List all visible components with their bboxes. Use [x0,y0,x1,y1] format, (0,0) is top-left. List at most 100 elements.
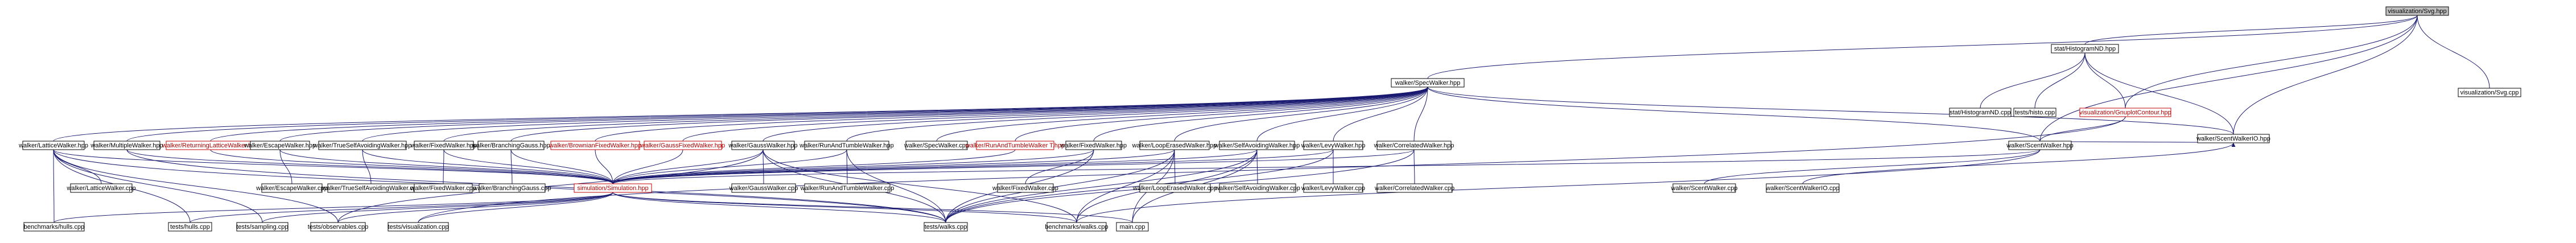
node-label: walker/LatticeWalker.hpp [18,142,88,149]
graph-node-latticecpp[interactable]: walker/LatticeWalker.cpp [66,183,136,193]
node-box [550,141,640,150]
graph-node-gausscpp[interactable]: walker/GaussWalker.cpp [729,183,798,193]
graph-node-selfavoid[interactable]: walker/SelfAvoidingWalker.hpp [1214,141,1300,150]
edge-branching-simulation [509,145,613,184]
graph-node-root[interactable]: visualization/Svg.hpp [2385,6,2449,16]
node-box [261,183,323,193]
node-box [1376,183,1453,193]
graph-node-loop[interactable]: walker/LoopErasedWalker.hpp [1132,141,1217,150]
graph-node-testsvis[interactable]: tests/visualization.cpp [388,222,449,232]
graph-node-gnuplot[interactable]: visualization/GnuplotContour.hpp [2079,108,2171,117]
graph-node-fixedwalker[interactable]: walker/FixedWalker.hpp [1060,141,1127,150]
node-label: tests/observables.cpp [308,224,368,230]
graph-node-histcpp[interactable]: stat/HistogramND.cpp [1949,108,2012,117]
graph-node-branching[interactable]: walker/BranchingGauss.hpp [471,141,550,150]
edge-specwalker-brownian [595,83,1430,142]
edge-brownian-simulation [593,145,613,184]
graph-node-sampling[interactable]: tests/sampling.cpp [236,222,288,232]
edge-multiple-simulation [125,145,613,184]
node-box [23,222,85,232]
edge-selfavoid-testswalks [945,145,1259,223]
graph-node-fixedcpp[interactable]: walker/FixedWalker.cpp [410,183,476,193]
node-label: walker/SelfAvoidingWalker.hpp [1214,142,1300,149]
node-label: walker/CorrelatedWalker.cpp [1374,185,1454,192]
edge-runtumble-simulation [612,145,849,184]
graph-node-escapecpp[interactable]: walker/EscapeWalker.cpp [255,183,328,193]
graph-node-selfavoidcpp[interactable]: walker/SelfAvoidingWalker.cpp [1214,183,1300,193]
graph-node-lattice[interactable]: walker/LatticeWalker.hpp [18,141,88,150]
node-label: stat/HistogramND.cpp [1949,109,2011,116]
graph-node-specwalkercpp[interactable]: walker/SpecWalker.cpp [904,141,969,150]
graph-node-observables[interactable]: tests/observables.cpp [308,222,368,232]
edge-fractal-fixedcpp [442,145,446,184]
graph-node-benchwalks[interactable]: benchmarks/walks.cpp [1045,222,1108,232]
edge-selfavoid-selfavoidcpp [1255,145,1259,184]
edge-gauss-simulation [612,145,765,184]
node-box [1376,141,1452,150]
graph-node-testshulls[interactable]: tests/hulls.cpp [168,222,212,232]
graph-node-specwalker[interactable]: walker/SpecWalker.hpp [1391,78,1465,88]
graph-node-brownian[interactable]: walker/BrownianFixedWalker.hpp [549,141,641,150]
edge-loop-loopcpp [1172,145,1177,184]
graph-node-runtumbleT[interactable]: walker/RunAndTumbleWalker T.hpp [965,141,1065,150]
node-label: walker/GaussFixedWalker.hpp [640,142,725,149]
edge-lattice-sampling [51,145,263,223]
node-box [477,141,545,150]
node-box [1219,183,1296,193]
node-box [479,183,546,193]
edge-specwalker-runtumble [846,83,1430,142]
edge-specwalker-loop [1174,83,1430,142]
graph-node-runtumble[interactable]: walker/RunAndTumbleWalker.hpp [799,141,894,150]
graph-node-maincpp[interactable]: main.cpp [1116,222,1149,232]
graph-node-trueself[interactable]: walker/TrueSelfAvoidingWalker.hpp [313,141,412,150]
graph-node-hist[interactable]: stat/HistogramND.hpp [2051,44,2119,53]
graph-node-fixedwalkercpp[interactable]: walker/FixedWalker.cpp [992,183,1058,193]
graph-node-escape[interactable]: walker/EscapeWalker.hpp [244,141,316,150]
edge-simulation-benchwalks [611,188,1077,223]
edge-hist-testshisto [2034,48,2087,109]
graph-node-gauss[interactable]: walker/GaussWalker.hpp [728,141,798,150]
graph-node-levy[interactable]: walker/LevyWalker.hpp [1301,141,1366,150]
graph-node-scentiocpp[interactable]: walker/ScentWalkerIO.cpp [1765,183,1840,193]
node-box [1219,141,1295,150]
graph-node-simulation[interactable]: simulation/Simulation.hpp [574,183,652,193]
graph-node-runtumblecpp[interactable]: walker/RunAndTumbleWalker.cpp [800,183,895,193]
edge-simulation-sampling [262,188,615,223]
graph-node-returning[interactable]: walker/ReturningLatticeWalker.hpp [162,141,259,150]
graph-node-benchhulls[interactable]: benchmarks/hulls.cpp [23,222,85,232]
graph-node-correlatedcpp[interactable]: walker/CorrelatedWalker.cpp [1374,183,1454,193]
graph-node-levycpp[interactable]: walker/LevyWalker.cpp [1301,183,1365,193]
edge-simulation-testswalks [611,188,946,223]
graph-node-branchingcpp[interactable]: walker/BranchingGauss.cpp [473,183,551,193]
node-box [414,183,473,193]
graph-node-svgcpp[interactable]: visualization/Svg.cpp [2458,88,2521,97]
edge-gauss-gausscpp [761,145,765,184]
node-label: tests/sampling.cpp [236,224,288,230]
node-box [924,222,968,232]
graph-node-fractal[interactable]: walker/FixedWalker.hpp [410,141,477,150]
node-box [414,141,474,150]
graph-node-scentio[interactable]: walker/ScentWalkerIO.hpp [2196,134,2270,143]
edge-lattice-latticecpp [51,145,102,184]
edge-root-svgcpp [2415,11,2490,89]
graph-node-trueselfcpp[interactable]: walker/TrueSelfAvoidingWalker.cpp [322,183,420,193]
node-box [2458,88,2521,97]
graph-node-multiple[interactable]: walker/MultipleWalker.hpp [90,141,163,150]
node-label: walker/EscapeWalker.cpp [255,185,328,192]
node-box [976,141,1054,150]
graph-node-gaussfixed[interactable]: walker/GaussFixedWalker.hpp [640,141,725,150]
graph-node-loopcpp[interactable]: walker/LoopErasedWalker.cpp [1132,183,1217,193]
node-label: walker/BranchingGauss.hpp [471,142,550,149]
node-box [1139,183,1211,193]
node-box [1303,141,1363,150]
graph-node-correlated[interactable]: walker/CorrelatedWalker.hpp [1374,141,1454,150]
edge-root-specwalker [1427,11,2420,79]
node-label: tests/visualization.cpp [388,224,449,230]
graph-node-scentcpp[interactable]: walker/ScentWalker.cpp [1671,183,1738,193]
edge-loop-benchwalks [1076,145,1177,223]
graph-node-scent[interactable]: walker/ScentWalker.hpp [2006,141,2074,150]
graph-node-testswalks[interactable]: tests/walks.cpp [924,222,968,232]
node-label: walker/FixedWalker.cpp [992,185,1058,192]
graph-node-testshisto[interactable]: tests/histo.cpp [2013,108,2056,117]
node-label: walker/SpecWalker.cpp [904,142,969,149]
